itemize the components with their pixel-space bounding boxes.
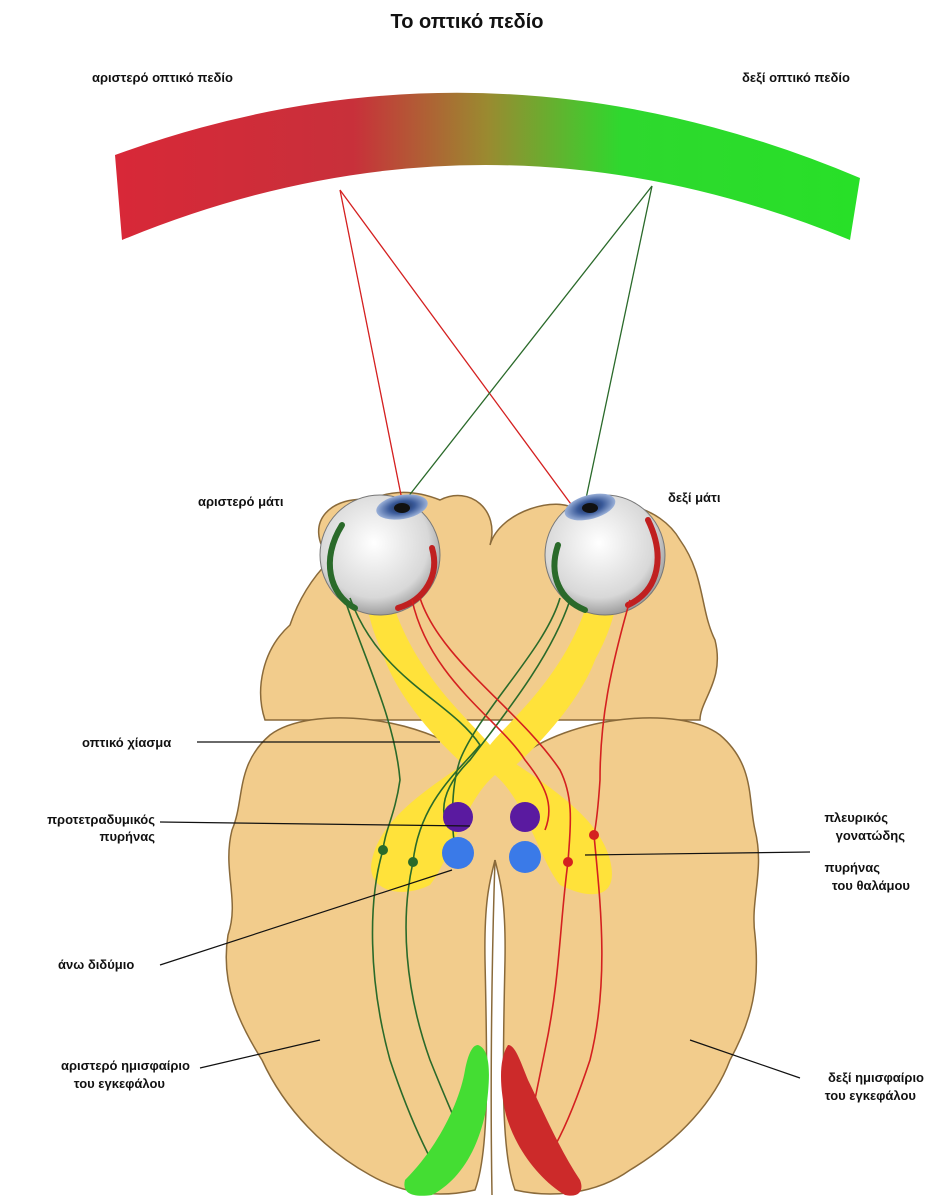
superior-colliculus-label: άνω διδύμιο xyxy=(58,957,134,973)
lgn-label-line4: του θαλάμου xyxy=(780,878,910,894)
lgn-label-line3: πυρήνας xyxy=(780,860,880,876)
right-hemisphere-label-line1: δεξί ημισφαίριο xyxy=(780,1070,924,1086)
left-eye-label: αριστερό μάτι xyxy=(198,494,283,510)
visual-field-arc xyxy=(115,93,860,240)
optic-chiasm-label: οπτικό χίασμα xyxy=(82,735,171,751)
superior-colliculus-right xyxy=(509,841,541,873)
pretectal-label-line1: προτετραδυμικός xyxy=(20,812,155,828)
pretectal-nucleus-right xyxy=(510,802,540,832)
page-title: Το οπτικό πεδίο xyxy=(350,10,584,34)
right-hemisphere-label-line2: του εγκεφάλου xyxy=(780,1088,916,1104)
pretectal-label-line2: πυρήνας xyxy=(20,829,155,845)
left-hemisphere-label-line1: αριστερό ημισφαίριο xyxy=(10,1058,190,1074)
longitudinal-fissure xyxy=(491,860,495,1195)
pretectal-nucleus-left xyxy=(443,802,473,832)
lgn-label-line1: πλευρικός xyxy=(780,810,888,826)
left-hemisphere-label-line2: του εγκεφάλου xyxy=(10,1076,165,1092)
right-field-label: δεξί οπτικό πεδίο xyxy=(700,70,850,86)
right-eye-label: δεξί μάτι xyxy=(668,490,720,506)
lgn-label-line2: γονατώδης xyxy=(780,828,905,844)
superior-colliculus-left xyxy=(442,837,474,869)
left-field-label: αριστερό οπτικό πεδίο xyxy=(92,70,233,86)
